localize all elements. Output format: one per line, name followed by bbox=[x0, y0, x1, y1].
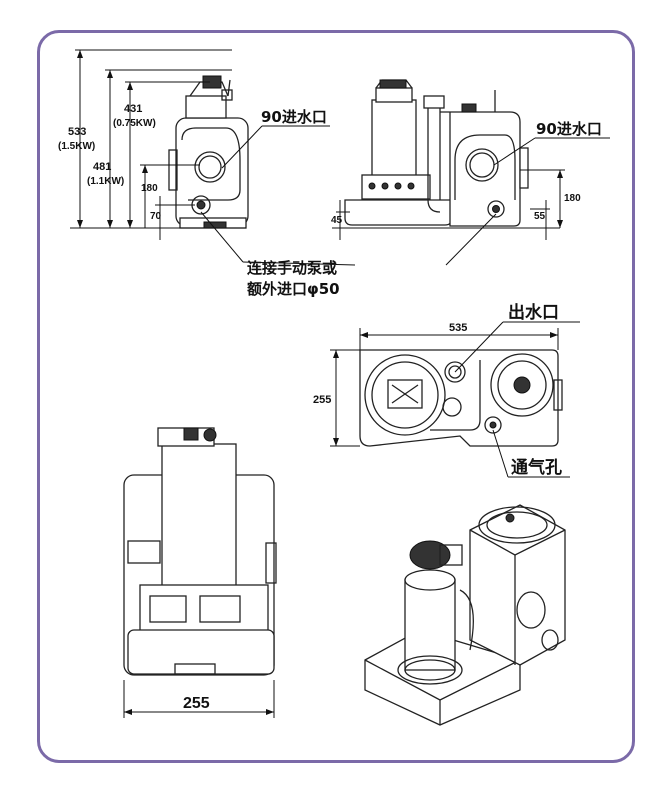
dim-533-note: (1.5KW) bbox=[58, 141, 95, 152]
rear-view bbox=[123, 427, 277, 676]
dim-180-right: 180 bbox=[564, 193, 581, 204]
front-view bbox=[168, 75, 249, 229]
side-view-dimensions bbox=[332, 169, 565, 240]
label-manual-pump-2: 额外进口φ50 bbox=[247, 280, 340, 298]
label-vent: 通气孔 bbox=[511, 457, 562, 478]
top-view-dimensions bbox=[330, 328, 559, 447]
dim-533: 533 bbox=[68, 126, 86, 138]
dim-180-left: 180 bbox=[141, 183, 158, 194]
dim-255-top: 255 bbox=[313, 394, 331, 406]
dim-55: 55 bbox=[534, 211, 546, 222]
dim-45: 45 bbox=[331, 215, 343, 226]
dim-481-note: (1.1KW) bbox=[87, 176, 124, 187]
label-manual-pump-1: 连接手动泵或 bbox=[247, 259, 337, 277]
side-view bbox=[344, 79, 529, 227]
label-outlet: 出水口 bbox=[508, 302, 559, 323]
dim-535: 535 bbox=[449, 322, 467, 334]
front-view-dimensions bbox=[70, 49, 246, 240]
dim-431-note: (0.75KW) bbox=[113, 118, 156, 129]
dim-431: 431 bbox=[124, 103, 142, 115]
dim-255-bottom: 255 bbox=[183, 695, 210, 712]
label-inlet-right: 90进水口 bbox=[536, 120, 602, 138]
dim-70: 70 bbox=[150, 211, 162, 222]
isometric-view bbox=[364, 504, 566, 726]
top-view bbox=[359, 349, 563, 447]
dim-481: 481 bbox=[93, 161, 111, 173]
label-inlet-left: 90进水口 bbox=[261, 108, 327, 126]
rear-view-dimensions bbox=[123, 680, 275, 718]
